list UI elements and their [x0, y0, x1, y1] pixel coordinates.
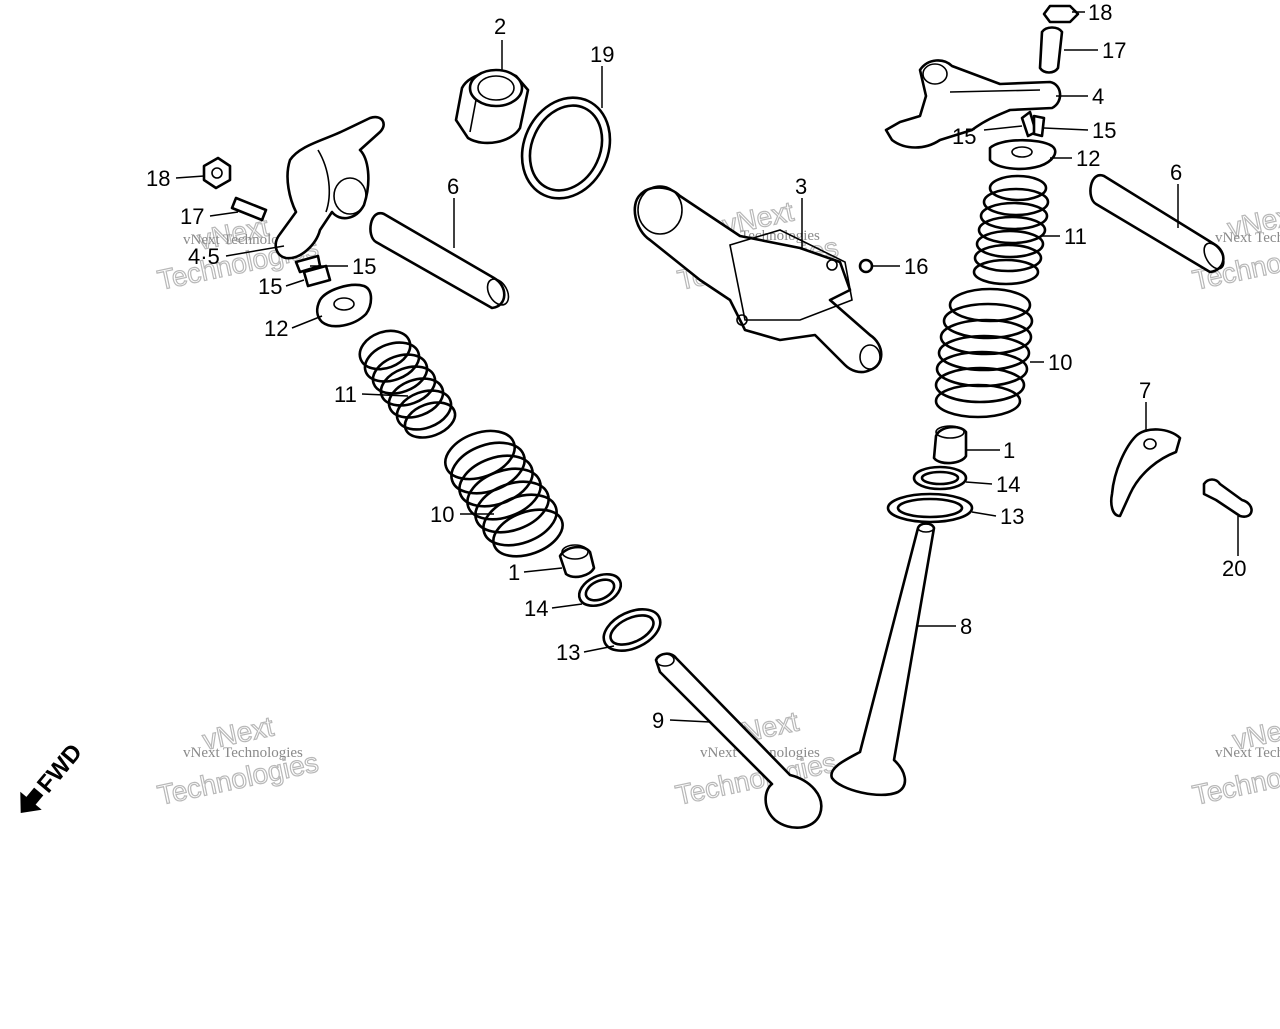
left-stem-seal-part: [558, 544, 596, 579]
watermark-line: vNext Technologies: [183, 232, 303, 248]
callout-11-left: 11: [334, 382, 357, 407]
right-rocker-shaft-part: [1089, 173, 1225, 274]
right-retainer-part: [988, 138, 1057, 171]
callout-15-right-b: 15: [1092, 118, 1116, 143]
callout-7: 7: [1139, 378, 1151, 403]
bolt-part: [1202, 478, 1253, 518]
callout-10-right: 10: [1048, 350, 1072, 375]
watermark-line: vNext Technologies: [1215, 230, 1280, 246]
right-stem-seal-part: [932, 425, 968, 465]
right-rocker-arm-part: [884, 59, 1062, 149]
callout-3: 3: [795, 174, 807, 199]
watermark-line: vNext Technologies: [183, 745, 303, 761]
callout-6-right: 6: [1170, 160, 1182, 185]
callout-17-right: 17: [1102, 38, 1126, 63]
left-lock-nut-part: [202, 156, 232, 190]
callout-19: 19: [590, 42, 614, 67]
callout-18-right: 18: [1088, 0, 1112, 25]
left-retainer-part: [315, 283, 373, 328]
left-adjusting-screw-part: [230, 196, 268, 222]
watermark-left-bottom: vNext vNext Technologies Technologies: [154, 710, 322, 811]
forward-label: FWD: [32, 739, 88, 798]
callout-15-left-a: 15: [352, 254, 376, 279]
callout-12-right: 12: [1076, 146, 1100, 171]
callout-13-right: 13: [1000, 504, 1024, 529]
left-inner-spring-part: [358, 329, 457, 439]
left-shim-part: [602, 608, 662, 652]
left-rocker-shaft-part: [369, 211, 510, 310]
left-outer-spring-part: [444, 429, 564, 558]
callout-11-right: 11: [1064, 224, 1087, 249]
callout-14-left: 14: [524, 596, 548, 621]
callout-12-left: 12: [264, 316, 288, 341]
left-spring-seat-part: [577, 572, 623, 608]
callout-13-left: 13: [556, 640, 580, 665]
callout-17-left: 17: [180, 204, 204, 229]
leader-lines: [175, 11, 1239, 723]
callout-1-left: 1: [508, 560, 520, 585]
left-rocker-arm-part: [274, 115, 385, 260]
callout-10-left: 10: [430, 502, 454, 527]
intake-valve-part: [830, 522, 936, 797]
callout-8: 8: [960, 614, 972, 639]
bearing-part: [454, 68, 530, 145]
exhaust-valve-part: [654, 652, 823, 829]
right-shim-part: [886, 492, 974, 524]
callout-15-left-b: 15: [258, 274, 282, 299]
stopper-plate-part: [1109, 428, 1182, 518]
callout-16: 16: [904, 254, 928, 279]
camshaft-part: [633, 185, 883, 374]
right-inner-spring-part: [972, 174, 1050, 286]
callout-4-5: 4·5: [188, 244, 220, 269]
callout-15-right-a: 15: [952, 124, 976, 149]
callout-1-right: 1: [1003, 438, 1015, 463]
right-cotter-part: [1020, 110, 1046, 138]
forward-direction-indicator: FWD: [20, 739, 88, 813]
callout-14-right: 14: [996, 472, 1020, 497]
callout-6-left: 6: [447, 174, 459, 199]
right-outer-spring-part: [934, 287, 1034, 419]
forward-arrow-icon: [20, 787, 44, 813]
callout-labels: 2 19 3 16 6 18 17 4·5 15 15 12 11 10 1 1…: [146, 0, 1246, 733]
callout-4: 4: [1092, 84, 1104, 109]
right-adjusting-screw-part: [1038, 26, 1064, 74]
o-ring-part: [520, 96, 612, 200]
callout-9: 9: [652, 708, 664, 733]
watermark-line: vNext Technologies: [1215, 745, 1280, 761]
right-spring-seat-part: [912, 465, 968, 491]
callout-18-left: 18: [146, 166, 170, 191]
right-lock-nut-part: [1042, 4, 1080, 24]
callout-2: 2: [494, 14, 506, 39]
callout-20: 20: [1222, 556, 1246, 581]
small-o-ring-part: [858, 258, 874, 274]
watermark-right-bottom: vNext vNext Technologies Technologies: [1189, 710, 1280, 811]
